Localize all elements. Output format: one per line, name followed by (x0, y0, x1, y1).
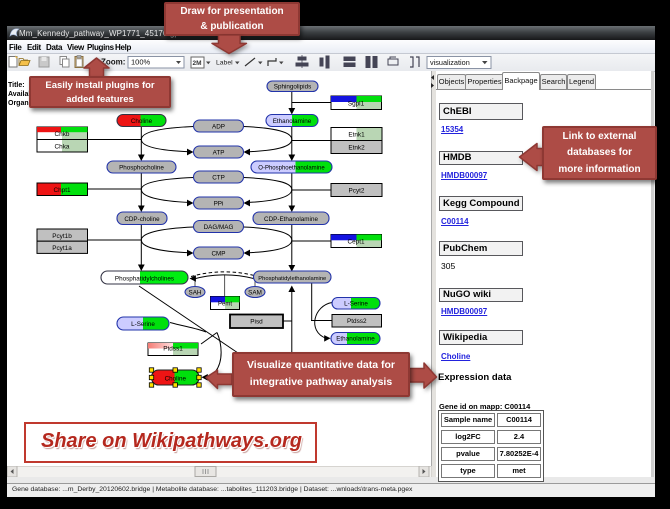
svg-text:Title:: Title: (8, 82, 25, 89)
svg-text:CDP-choline: CDP-choline (124, 216, 160, 223)
svg-text:DAG/MAG: DAG/MAG (204, 224, 234, 231)
svg-text:Label: Label (216, 60, 233, 67)
svg-text:Ethanolamine: Ethanolamine (336, 336, 375, 343)
svg-text:Phosphocholine: Phosphocholine (119, 165, 164, 172)
svg-text:Ethanolamine: Ethanolamine (273, 118, 312, 125)
svg-text:100%: 100% (131, 58, 151, 67)
svg-text:Sphingolipids: Sphingolipids (274, 84, 311, 91)
svg-text:Zoom:: Zoom: (101, 58, 125, 67)
svg-text:SAH: SAH (189, 290, 202, 297)
svg-text:Chpt1: Chpt1 (53, 187, 70, 194)
svg-text:CMP: CMP (212, 251, 226, 258)
svg-text:Pemt: Pemt (218, 302, 232, 308)
svg-text:Pisd: Pisd (250, 319, 263, 326)
svg-text:Etnk2: Etnk2 (348, 145, 365, 152)
svg-text:Chka: Chka (55, 144, 70, 151)
svg-text:Pcyt1a: Pcyt1a (52, 245, 72, 252)
svg-text:Cept1: Cept1 (347, 239, 364, 246)
svg-text:Choline: Choline (131, 118, 153, 125)
svg-text:ATP: ATP (213, 150, 225, 157)
svg-text:Pcyt1b: Pcyt1b (52, 233, 72, 240)
svg-text:Phosphatidylethanolamine: Phosphatidylethanolamine (258, 276, 326, 282)
svg-text:PPi: PPi (214, 201, 224, 208)
svg-text:ADP: ADP (212, 124, 225, 131)
svg-text:Ptdss1: Ptdss1 (163, 346, 183, 353)
svg-text:Availab: Availab (8, 91, 33, 98)
svg-text:SAM: SAM (248, 290, 262, 297)
svg-text:Pcyt2: Pcyt2 (349, 188, 365, 195)
svg-text:Chkb: Chkb (55, 131, 70, 138)
svg-text:Ptdss2: Ptdss2 (347, 318, 367, 325)
svg-text:Sgpl1: Sgpl1 (348, 101, 365, 108)
svg-text:Choline: Choline (165, 376, 187, 383)
svg-text:L-Serine: L-Serine (344, 301, 368, 308)
svg-text:Phosphatidylcholines: Phosphatidylcholines (115, 276, 174, 283)
svg-text:Etnk1: Etnk1 (348, 132, 365, 139)
svg-text:2M: 2M (193, 60, 202, 67)
svg-text:O-Phosphoethanolamine: O-Phosphoethanolamine (258, 166, 325, 172)
svg-text:L-Serine: L-Serine (131, 321, 155, 328)
svg-text:CDP-Ethanolamine: CDP-Ethanolamine (264, 216, 318, 223)
svg-text:CTP: CTP (212, 175, 225, 182)
svg-text:visualization: visualization (430, 58, 470, 67)
svg-text:Organis: Organis (8, 100, 35, 107)
